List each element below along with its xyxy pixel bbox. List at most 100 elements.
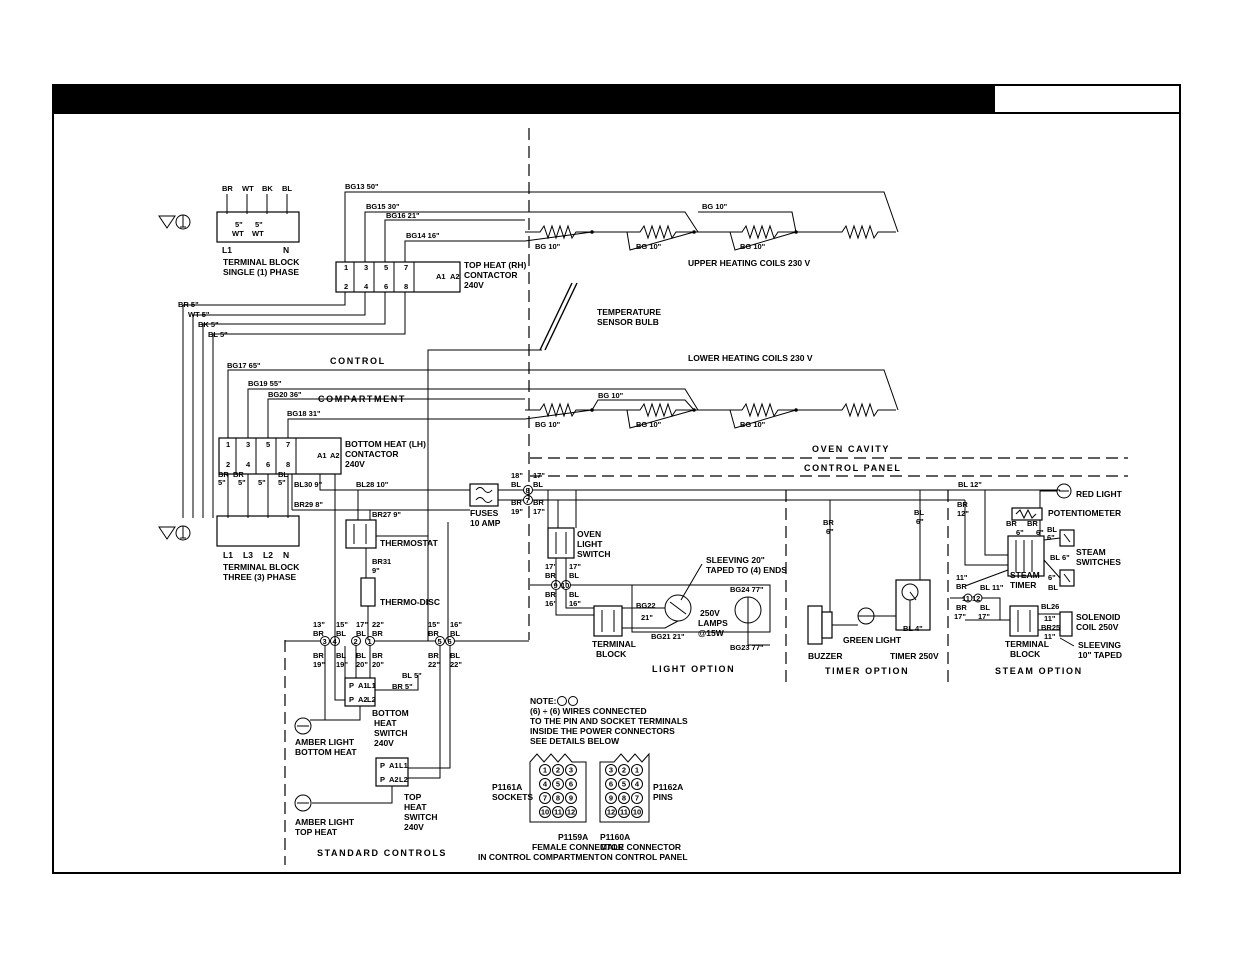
wiring-note: NOTE: (6) ÷ (6) WIRES CONNECTED TO THE P… bbox=[530, 696, 688, 746]
svg-text:6": 6" bbox=[1036, 528, 1044, 537]
male-connector-pin-label: 7 bbox=[635, 794, 639, 803]
top-contactor-wiring: BG13 50" BG15 30" BG16 21" BG14 16" BR 5… bbox=[178, 182, 899, 518]
female-connector-pin bbox=[539, 764, 551, 776]
female-connector-pin bbox=[565, 806, 577, 818]
svg-text:1: 1 bbox=[344, 263, 348, 272]
male-connector-pin bbox=[605, 764, 617, 776]
svg-text:BL: BL bbox=[569, 590, 579, 599]
svg-text:ON CONTROL PANEL: ON CONTROL PANEL bbox=[600, 852, 688, 862]
svg-text:19": 19" bbox=[336, 660, 348, 669]
svg-text:BOTTOM: BOTTOM bbox=[372, 708, 409, 718]
svg-text:21": 21" bbox=[641, 613, 653, 622]
svg-text:P1161A: P1161A bbox=[492, 782, 522, 792]
svg-text:WT: WT bbox=[242, 184, 254, 193]
svg-text:L1: L1 bbox=[367, 681, 376, 690]
svg-text:BUZZER: BUZZER bbox=[808, 651, 842, 661]
female-connector-pin-label: 12 bbox=[567, 808, 575, 817]
svg-text:TERMINAL BLOCK: TERMINAL BLOCK bbox=[223, 257, 300, 267]
light-option: TERMINAL BLOCK SLEEVING 20" TAPED TO (4)… bbox=[592, 555, 787, 659]
svg-text:LOWER HEATING COILS 230 V: LOWER HEATING COILS 230 V bbox=[688, 353, 813, 363]
svg-text:BR: BR bbox=[956, 582, 967, 591]
svg-text:22": 22" bbox=[372, 620, 384, 629]
svg-text:L1: L1 bbox=[399, 761, 408, 770]
svg-text:TOP HEAT (RH): TOP HEAT (RH) bbox=[464, 260, 527, 270]
svg-text:18": 18" bbox=[511, 471, 523, 480]
svg-text:11": 11" bbox=[956, 573, 968, 582]
svg-text:(6) ÷ (6) WIRES CONNECTED: (6) ÷ (6) WIRES CONNECTED bbox=[530, 706, 647, 716]
svg-text:1: 1 bbox=[226, 440, 230, 449]
svg-text:3: 3 bbox=[364, 263, 368, 272]
svg-text:COIL 250V: COIL 250V bbox=[1076, 622, 1119, 632]
svg-text:P: P bbox=[380, 761, 385, 770]
svg-text:BL: BL bbox=[450, 629, 460, 638]
svg-text:17": 17" bbox=[356, 620, 368, 629]
svg-text:THREE (3) PHASE: THREE (3) PHASE bbox=[223, 572, 297, 582]
svg-text:15": 15" bbox=[428, 620, 440, 629]
svg-text:BL: BL bbox=[450, 651, 460, 660]
svg-text:L3: L3 bbox=[243, 550, 253, 560]
svg-text:2: 2 bbox=[344, 282, 348, 291]
svg-text:L1: L1 bbox=[223, 550, 233, 560]
svg-text:L2: L2 bbox=[399, 775, 408, 784]
svg-text:240V: 240V bbox=[374, 738, 394, 748]
oven-cavity-label: OVEN CAVITY bbox=[812, 444, 890, 454]
svg-text:8: 8 bbox=[404, 282, 408, 291]
svg-text:THERMO-DISC: THERMO-DISC bbox=[380, 597, 440, 607]
svg-text:SOCKETS: SOCKETS bbox=[492, 792, 533, 802]
svg-text:SWITCHES: SWITCHES bbox=[1076, 557, 1121, 567]
svg-text:SOLENOID: SOLENOID bbox=[1076, 612, 1120, 622]
svg-text:BR: BR bbox=[823, 518, 834, 527]
svg-text:NOTE:: NOTE: bbox=[530, 696, 557, 706]
svg-text:BG 10": BG 10" bbox=[636, 420, 662, 429]
svg-text:N: N bbox=[283, 245, 289, 255]
svg-text:BR27 9": BR27 9" bbox=[372, 510, 401, 519]
svg-text:20": 20" bbox=[372, 660, 384, 669]
svg-text:BL: BL bbox=[356, 651, 366, 660]
female-connector-pin bbox=[552, 792, 564, 804]
svg-text:A1: A1 bbox=[389, 761, 399, 770]
svg-text:240V: 240V bbox=[464, 280, 484, 290]
svg-text:17": 17" bbox=[954, 612, 966, 621]
svg-text:BL28 10": BL28 10" bbox=[356, 480, 389, 489]
svg-text:9: 9 bbox=[554, 581, 558, 590]
svg-text:THERMOSTAT: THERMOSTAT bbox=[380, 538, 439, 548]
svg-text:A1: A1 bbox=[317, 451, 327, 460]
svg-text:BL: BL bbox=[336, 651, 346, 660]
svg-text:BL: BL bbox=[1047, 525, 1057, 534]
svg-text:BOTTOM HEAT: BOTTOM HEAT bbox=[295, 747, 357, 757]
svg-text:19": 19" bbox=[313, 660, 325, 669]
svg-text:BG22: BG22 bbox=[636, 601, 656, 610]
light-option-label: LIGHT OPTION bbox=[652, 664, 735, 674]
svg-text:P1159A: P1159A bbox=[558, 832, 588, 842]
svg-text:WT: WT bbox=[232, 229, 244, 238]
timer-option: BR 6" BL 6" BUZZER GREEN LIGHT TIMER 250… bbox=[807, 490, 939, 661]
male-connector-pin bbox=[618, 764, 630, 776]
female-connector-pin-label: 2 bbox=[556, 766, 560, 775]
title-bar bbox=[53, 85, 995, 113]
svg-text:BR: BR bbox=[313, 629, 324, 638]
svg-text:L2: L2 bbox=[367, 695, 376, 704]
male-connector-pin bbox=[618, 792, 630, 804]
svg-text:17": 17" bbox=[533, 507, 545, 516]
svg-text:13": 13" bbox=[313, 620, 325, 629]
female-connector-pin-label: 6 bbox=[569, 780, 573, 789]
svg-text:BR25: BR25 bbox=[1041, 623, 1060, 632]
svg-text:7: 7 bbox=[404, 263, 408, 272]
male-connector-pin-label: 6 bbox=[609, 780, 613, 789]
svg-text:5: 5 bbox=[438, 637, 442, 646]
svg-text:BG24 77": BG24 77" bbox=[730, 585, 764, 594]
svg-text:GREEN LIGHT: GREEN LIGHT bbox=[843, 635, 902, 645]
svg-text:BL30 9": BL30 9" bbox=[294, 480, 323, 489]
svg-text:UPPER HEATING COILS 230 V: UPPER HEATING COILS 230 V bbox=[688, 258, 811, 268]
male-connector-pin-label: 5 bbox=[622, 780, 626, 789]
svg-text:2: 2 bbox=[354, 637, 358, 646]
svg-text:IN CONTROL COMPARTMENT: IN CONTROL COMPARTMENT bbox=[478, 852, 600, 862]
svg-text:BG 10": BG 10" bbox=[535, 420, 561, 429]
male-connector-pin bbox=[631, 792, 643, 804]
svg-text:BR: BR bbox=[1006, 519, 1017, 528]
bottom-heat-switch: P A1 L1 P A2 L2 BL 5" BR 5" BOTTOM HEAT … bbox=[310, 671, 422, 748]
svg-text:15": 15" bbox=[336, 620, 348, 629]
svg-text:6": 6" bbox=[1047, 533, 1055, 542]
svg-text:BL: BL bbox=[278, 470, 288, 479]
